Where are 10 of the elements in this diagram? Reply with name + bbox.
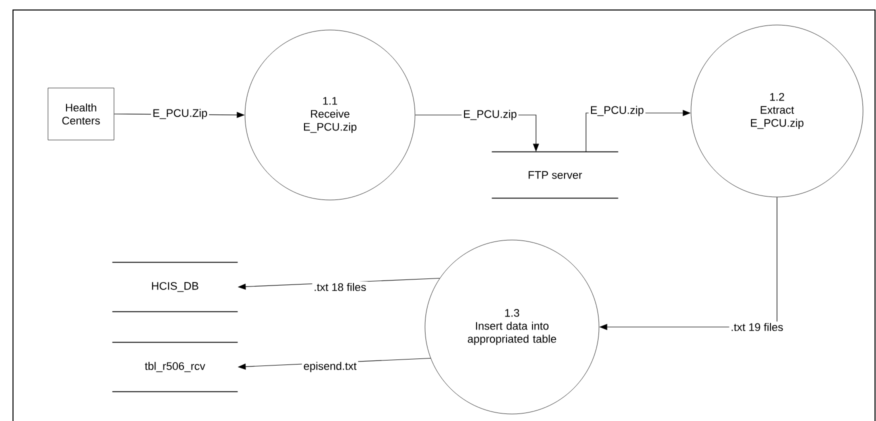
data-store: tbl_r506_rcv: [112, 342, 238, 392]
edge-label: E_PCU.zip: [462, 108, 518, 122]
data-store: HCIS_DB: [112, 262, 238, 312]
edge-label: .txt 19 files: [729, 321, 785, 333]
data-store: FTP server: [491, 151, 619, 199]
edge-label: episend.txt: [302, 360, 358, 374]
entity-box: Health Centers: [48, 88, 114, 140]
edge-label: E_PCU.Zip: [151, 107, 209, 121]
edge-label: .txt 18 files: [312, 281, 368, 293]
edge-label: E_PCU.zip: [588, 104, 646, 118]
